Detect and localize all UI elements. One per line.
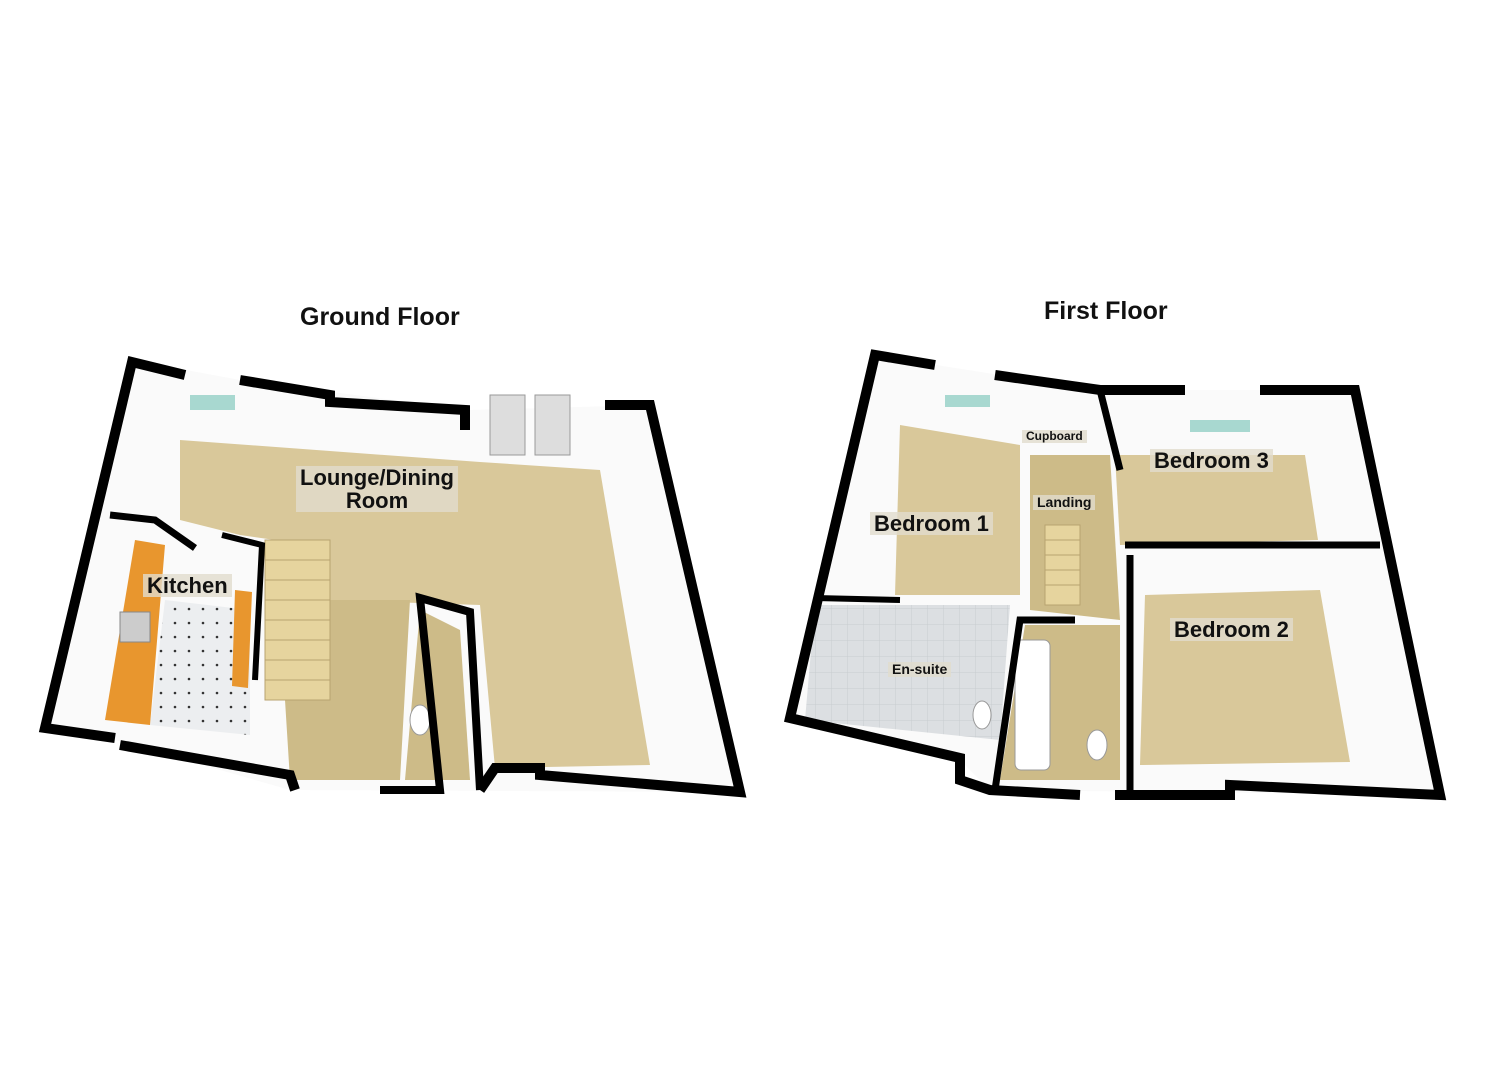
ground-outer-wall-left <box>38 355 187 743</box>
bath <box>1014 639 1051 771</box>
ground-outer-wall <box>239 375 470 430</box>
first-floor-plan <box>783 349 1447 801</box>
ground-floor-plan <box>38 355 747 798</box>
first-floor-toilet <box>1086 729 1108 761</box>
ground-outer-wall-bottom <box>119 740 300 792</box>
landing-right-wall <box>1096 389 1124 471</box>
wc-wall <box>380 592 484 794</box>
patio-door-left <box>489 394 526 456</box>
room-label-landing: Landing <box>1033 495 1096 510</box>
first-outer-wall <box>783 349 1081 800</box>
stair-wall <box>221 532 266 681</box>
bathroom-wall <box>991 616 1075 791</box>
lounge-carpet <box>180 440 650 768</box>
ground-floor-title: Ground Floor <box>300 303 460 331</box>
lounge-label-line2: Room <box>345 488 409 514</box>
ground-outer-wall-main <box>475 400 747 798</box>
lounge-label-line1: Lounge/Dining <box>300 465 454 490</box>
room-label-bedroom2: Bedroom 2 <box>1170 618 1293 641</box>
room-label-bedroom3: Bedroom 3 <box>1150 449 1273 472</box>
window-bedroom3 <box>1190 420 1250 432</box>
ensuite-top-wall <box>814 595 901 603</box>
room-label-kitchen: Kitchen <box>143 574 232 597</box>
bedroom1-carpet <box>895 425 1020 595</box>
first-outer-wall-right <box>1115 385 1447 801</box>
first-floor-title: First Floor <box>1044 297 1168 325</box>
room-label-cupboard: Cupboard <box>1022 430 1087 443</box>
kitchen-counter-right <box>232 590 252 688</box>
staircase <box>264 539 331 701</box>
kitchen-floor <box>150 600 250 735</box>
window-ground-1 <box>190 395 235 410</box>
window-bedroom1 <box>945 395 990 407</box>
bedroom3-carpet <box>1115 455 1318 545</box>
patio-door-right <box>534 394 571 456</box>
sink <box>119 611 151 643</box>
room-label-ensuite: En-suite <box>888 662 952 677</box>
kitchen-wall <box>109 511 198 551</box>
wc-floor <box>405 610 470 780</box>
hall-carpet <box>285 600 410 780</box>
first-floor-staircase <box>1044 524 1081 606</box>
room-label-bedroom1: Bedroom 1 <box>870 512 993 535</box>
ensuite-toilet <box>972 700 992 730</box>
toilet <box>409 704 431 736</box>
room-label-lounge: Lounge/Dining Room <box>296 466 458 512</box>
